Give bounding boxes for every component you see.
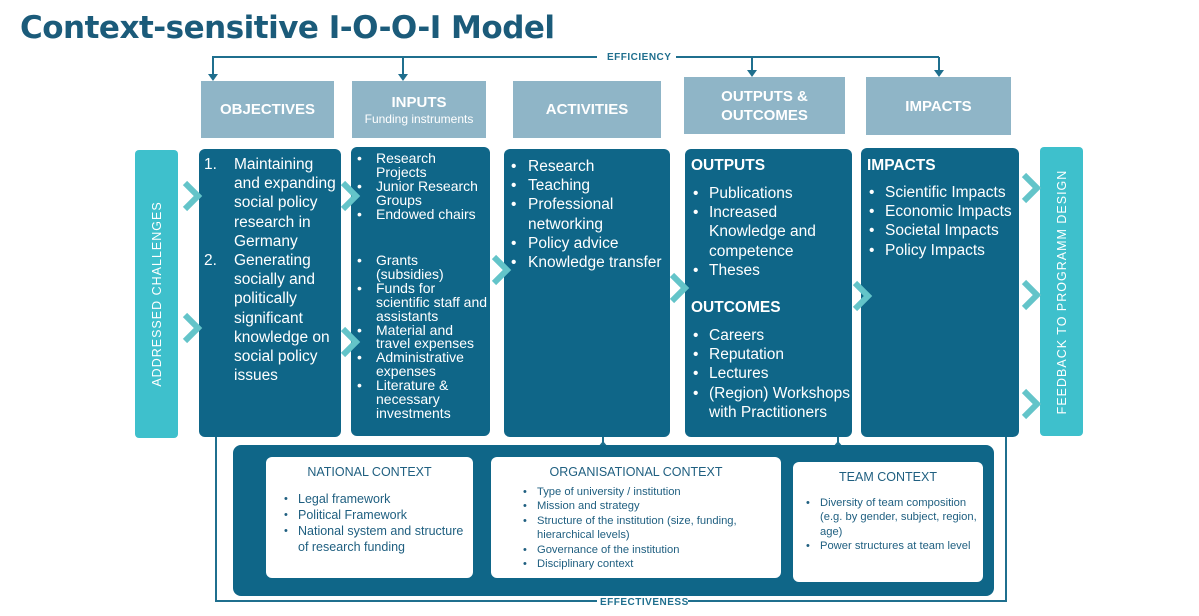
feedback-bar: FEEDBACK TO PROGRAMM DESIGN <box>1040 147 1083 436</box>
list-item: Careers <box>691 326 851 345</box>
list-item: Literature & necessary investments <box>351 378 488 421</box>
impacts-header: IMPACTS <box>866 77 1011 135</box>
addressed-challenges-label: ADDRESSED CHALLENGES <box>149 201 164 387</box>
list-item: (Region) Workshops with Practitioners <box>691 384 851 422</box>
outputs-list: Publications Increased Knowledge and com… <box>691 184 851 280</box>
impacts-heading: IMPACTS <box>867 157 936 174</box>
objective-item: 1. Maintaining and expanding social polic… <box>204 155 338 251</box>
list-item: National system and structure of researc… <box>282 523 471 555</box>
impacts-column: IMPACTS Scientific Impacts Economic Impa… <box>861 148 1019 437</box>
impacts-header-label: IMPACTS <box>905 97 972 115</box>
inputs-list-funding: Grants (subsidies) Funds for scientific … <box>351 253 488 421</box>
organisational-context-list: Type of university / institution Mission… <box>521 485 779 572</box>
activities-list: Research Teaching Professional networkin… <box>508 157 668 272</box>
addressed-challenges-bar: ADDRESSED CHALLENGES <box>135 150 178 438</box>
list-item: Research <box>508 157 668 176</box>
outputs-outcomes-column: OUTPUTS Publications Increased Knowledge… <box>685 149 852 437</box>
objective-number: 1. <box>204 156 217 173</box>
national-context-title: NATIONAL CONTEXT <box>307 465 432 479</box>
inputs-header-label: INPUTS <box>391 94 447 111</box>
list-item: Administrative expenses <box>351 350 488 379</box>
outputs-outcomes-header-line2: OUTCOMES <box>721 106 808 124</box>
list-item: Endowed chairs <box>351 207 488 222</box>
national-context-box: NATIONAL CONTEXT Legal framework Politic… <box>266 457 473 578</box>
list-item: Research Projects <box>351 151 488 180</box>
list-item: Policy advice <box>508 234 668 253</box>
list-item: Junior Research Groups <box>351 179 488 208</box>
list-item: Mission and strategy <box>521 499 779 514</box>
team-context-list: Diversity of team composition (e.g. by g… <box>804 496 981 554</box>
chevron-right-icon <box>182 312 203 344</box>
objectives-header: OBJECTIVES <box>201 81 334 138</box>
list-item: Professional networking <box>508 195 668 233</box>
feedback-label: FEEDBACK TO PROGRAMM DESIGN <box>1054 169 1069 414</box>
list-item: Economic Impacts <box>867 202 1017 221</box>
inputs-header: INPUTS Funding instruments <box>352 81 486 138</box>
objective-text: Generating socially and politically sign… <box>234 252 330 385</box>
efficiency-label: EFFICIENCY <box>607 52 672 63</box>
outcomes-list: Careers Reputation Lectures (Region) Wor… <box>691 326 851 422</box>
team-context-box: TEAM CONTEXT Diversity of team compositi… <box>793 462 983 582</box>
outputs-outcomes-header-line1: OUTPUTS & <box>721 87 808 105</box>
activities-column: Research Teaching Professional networkin… <box>504 149 670 437</box>
list-item: Knowledge transfer <box>508 253 668 272</box>
team-context-title: TEAM CONTEXT <box>839 470 937 484</box>
effectiveness-label: EFFECTIVENESS <box>600 597 689 608</box>
objectives-list: 1. Maintaining and expanding social polic… <box>204 155 338 385</box>
national-context-list: Legal framework Political Framework Nati… <box>282 491 471 555</box>
organisational-context-title: ORGANISATIONAL CONTEXT <box>549 465 723 479</box>
chevron-right-icon <box>852 280 873 312</box>
list-item: Disciplinary context <box>521 557 779 572</box>
list-item: Scientific Impacts <box>867 183 1017 202</box>
list-item: Lectures <box>691 364 851 383</box>
list-item: Structure of the institution (size, fund… <box>521 514 779 543</box>
list-item: Type of university / institution <box>521 485 779 500</box>
objective-item: 2. Generating socially and politically si… <box>204 251 338 385</box>
list-item: Societal Impacts <box>867 221 1017 240</box>
chevron-right-icon <box>1021 172 1042 204</box>
objective-text: Maintaining and expanding social policy … <box>234 156 336 250</box>
list-item: Grants (subsidies) <box>351 253 488 282</box>
chevron-right-icon <box>669 272 690 304</box>
list-item: Reputation <box>691 345 851 364</box>
outputs-outcomes-header: OUTPUTS & OUTCOMES <box>684 77 845 134</box>
list-item: Governance of the institution <box>521 543 779 558</box>
organisational-context-box: ORGANISATIONAL CONTEXT Type of universit… <box>491 457 781 578</box>
inputs-list-instruments: Research Projects Junior Research Groups… <box>351 151 488 222</box>
chevron-right-icon <box>1021 388 1042 420</box>
list-item: Increased Knowledge and competence <box>691 203 851 261</box>
objective-number: 2. <box>204 252 217 270</box>
objectives-column: 1. Maintaining and expanding social polic… <box>199 149 341 437</box>
list-item: Funds for scientific staff and assistant… <box>351 281 488 324</box>
list-item: Teaching <box>508 176 668 195</box>
outputs-heading: OUTPUTS <box>691 157 766 174</box>
chevron-right-icon <box>340 326 361 358</box>
list-item: Legal framework <box>282 491 471 507</box>
impacts-list: Scientific Impacts Economic Impacts Soci… <box>867 183 1017 260</box>
activities-header: ACTIVITIES <box>513 81 661 138</box>
list-item: Theses <box>691 261 851 280</box>
list-item: Diversity of team composition (e.g. by g… <box>804 496 981 539</box>
chevron-right-icon <box>340 180 361 212</box>
list-item: Policy Impacts <box>867 241 1017 260</box>
chevron-right-icon <box>182 180 203 212</box>
chevron-right-icon <box>491 254 512 286</box>
chevron-right-icon <box>1021 279 1042 311</box>
page-title: Context-sensitive I-O-O-I Model <box>20 10 555 46</box>
list-item: Publications <box>691 184 851 203</box>
inputs-header-sublabel: Funding instruments <box>364 112 474 126</box>
list-item: Material and travel expenses <box>351 323 488 352</box>
list-item: Political Framework <box>282 507 471 523</box>
list-item: Power structures at team level <box>804 539 981 554</box>
inputs-column: Research Projects Junior Research Groups… <box>351 147 490 436</box>
outcomes-heading: OUTCOMES <box>691 299 781 316</box>
activities-header-label: ACTIVITIES <box>545 101 629 118</box>
objectives-header-label: OBJECTIVES <box>219 101 316 118</box>
